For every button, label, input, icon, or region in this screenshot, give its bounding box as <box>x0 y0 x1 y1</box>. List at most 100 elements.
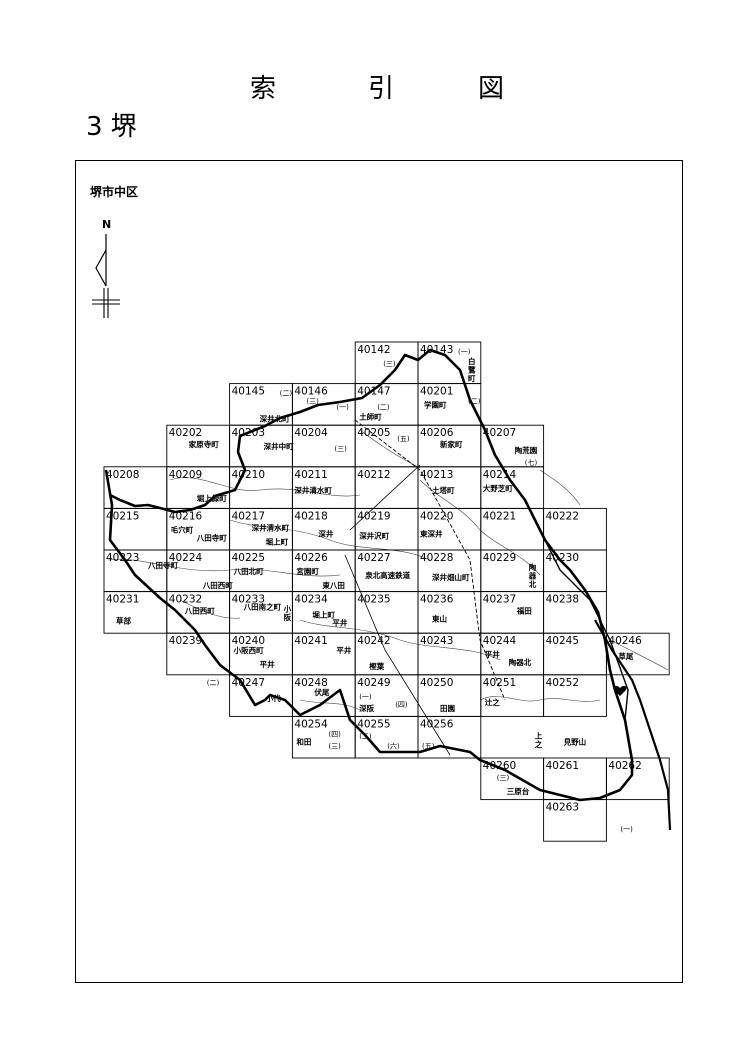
place-name-label: 平井 <box>332 618 347 628</box>
map-sheet-number: 40250 <box>420 677 453 689</box>
map-sheet-number: 40147 <box>357 386 390 398</box>
map-sheet-number: 40222 <box>546 510 579 522</box>
place-name-label: 土塔町 <box>432 485 455 495</box>
area-mark-label: (三) <box>497 774 510 782</box>
place-name-label: 深井畑山町 <box>432 572 470 582</box>
map-sheet-number: 40251 <box>483 677 516 689</box>
map-sheet-number: 40245 <box>546 635 579 647</box>
place-name-label: 小代 <box>266 693 281 703</box>
map-sheet-number: 40254 <box>294 718 328 730</box>
place-name-label: 土師町 <box>359 412 382 422</box>
place-name-label: 八田北町 <box>233 566 264 576</box>
railway-line <box>354 419 506 701</box>
area-mark-label: (三) <box>334 445 347 453</box>
map-sheet-number: 40217 <box>232 510 265 522</box>
place-name-label: 堀上緑町 <box>197 493 227 503</box>
place-name-label: 八田南之町 <box>243 602 282 612</box>
map-sheet-number: 40225 <box>232 552 265 564</box>
north-arrow-icon: N <box>92 218 120 318</box>
diagonal-road-2 <box>349 464 421 531</box>
area-mark-label: (一) <box>359 693 372 701</box>
place-name-label: 八田西町 <box>202 581 233 590</box>
place-name-label: 毛穴町 <box>171 524 194 534</box>
map-sheet-number: 40261 <box>546 760 579 772</box>
map-sheet-number: 40263 <box>546 802 579 814</box>
map-sheet-number: 40238 <box>546 594 579 606</box>
area-mark-label: (四) <box>328 730 341 738</box>
area-mark-label: (二) <box>377 404 390 412</box>
map-sheet-number: 40213 <box>420 469 453 481</box>
map-sheet-number: 40221 <box>483 510 516 522</box>
diagonal-road <box>344 554 451 756</box>
map-sheet-number: 40216 <box>169 510 203 522</box>
map-sheet-number: 40229 <box>483 552 516 564</box>
map-sheet-number: 40256 <box>420 718 454 730</box>
area-mark-label: (三) <box>328 742 341 750</box>
place-name-label: 深井沢町 <box>359 530 389 540</box>
north-label: N <box>102 218 111 231</box>
title-char-1: 索 <box>250 74 277 104</box>
map-sheet-number: 40207 <box>483 427 516 439</box>
area-mark-label: (二) <box>280 390 293 398</box>
map-sheet-number: 40262 <box>608 760 641 772</box>
map-sheet-number: 40228 <box>420 552 453 564</box>
area-mark-label: (一) <box>336 404 349 412</box>
area-mark-label: (二) <box>207 679 220 687</box>
place-name-label: 深井清水町 <box>252 522 290 532</box>
map-sheet-number: 40211 <box>294 469 327 481</box>
place-name-label: 樫葉 <box>369 661 384 671</box>
place-name-label: 八田寺町 <box>147 560 178 570</box>
map-sheet-number: 40206 <box>420 427 454 439</box>
place-name-label: 田園 <box>440 704 455 713</box>
map-sheet-number: 40202 <box>169 427 202 439</box>
place-name-label: 堀上町 <box>312 610 335 620</box>
page-subtitle: 3 堺 <box>86 112 137 142</box>
map-sheet-number: 40201 <box>420 386 453 398</box>
heart-mark <box>613 685 627 696</box>
place-name-label: 小阪 <box>284 604 292 623</box>
place-name-label: 小阪西町 <box>234 645 264 655</box>
place-name-label: 八田西町 <box>184 607 215 616</box>
map-sheet-number: 40241 <box>294 635 327 647</box>
title-char-3: 図 <box>478 74 505 104</box>
map-sheet-number: 40249 <box>357 677 390 689</box>
map-sheet-cell <box>543 674 607 717</box>
place-name-label: 辻之 <box>485 697 500 707</box>
place-name-label: 平井 <box>485 649 500 659</box>
map-sheet-number: 40210 <box>232 469 265 481</box>
place-name-label: 草尾 <box>618 651 633 661</box>
map-sheet-number: 40255 <box>357 718 390 730</box>
ward-boundary <box>104 348 634 802</box>
river-line-2 <box>544 539 629 721</box>
place-name-label: 三原台 <box>507 786 530 796</box>
place-name-label: 白鷺町 <box>468 356 476 383</box>
map-sheet-number: 40252 <box>546 677 579 689</box>
map-sheet-number: 40244 <box>483 635 517 647</box>
map-sheet-number: 40218 <box>294 510 327 522</box>
map-sheet-number: 40219 <box>357 510 390 522</box>
place-name-label: 草部 <box>116 616 131 626</box>
map-sheet-number: 40248 <box>294 677 327 689</box>
map-sheet-number: 40146 <box>294 386 328 398</box>
map-sheet-number: 40205 <box>357 427 390 439</box>
area-mark-label: (一) <box>458 348 471 356</box>
map-sheet-number: 40209 <box>169 469 202 481</box>
map-sheet-number: 40204 <box>294 427 328 439</box>
place-name-label: 福田 <box>516 606 532 616</box>
map-sheet-number: 40246 <box>608 635 642 647</box>
area-mark-label: (二) <box>359 732 372 740</box>
map-sheet-number: 40230 <box>546 552 579 564</box>
place-name-label: 平井 <box>336 645 351 655</box>
map-sheet-number: 40212 <box>357 469 390 481</box>
map-sheet-number: 40208 <box>106 469 139 481</box>
place-name-label: 平井 <box>260 659 275 669</box>
place-name-label: 深阪 <box>359 703 374 713</box>
place-name-label: 東八田 <box>322 580 345 590</box>
place-name-label: 陶器北 <box>528 562 537 589</box>
place-name-label: 新家町 <box>440 439 463 449</box>
map-sheet-number: 40214 <box>483 469 517 481</box>
map-sheet-number: 40145 <box>232 386 265 398</box>
map-sheet-number: 40234 <box>294 594 328 606</box>
area-mark-label: (一) <box>620 826 633 834</box>
